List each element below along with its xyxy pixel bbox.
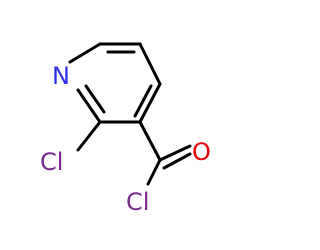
bond-c2-n1 <box>76 88 102 124</box>
bond-c4-c3 <box>138 82 162 124</box>
atom-label-nitrogen: N <box>52 62 70 90</box>
bond-ccarbonyl-o-1 <box>158 144 192 162</box>
atom-label-chlorine-acyl: Cl <box>126 188 149 216</box>
bond-c2-n1-inner <box>84 84 106 114</box>
bond-c4-c3-inner <box>133 84 153 118</box>
bond-n1-c6 <box>68 42 102 64</box>
atom-label-oxygen: O <box>192 138 211 166</box>
molecule-diagram: N Cl O Cl <box>40 42 211 216</box>
bond-c5-c4 <box>138 42 162 86</box>
atom-label-chlorine-ring: Cl <box>40 148 63 176</box>
bond-c2-cl <box>76 120 102 152</box>
bond-c3-ccarbonyl <box>138 120 162 162</box>
bond-ccarbonyl-o-2 <box>162 152 192 170</box>
structure-svg: N Cl O Cl <box>40 42 211 216</box>
bond-ccarbonyl-cl <box>146 158 162 186</box>
